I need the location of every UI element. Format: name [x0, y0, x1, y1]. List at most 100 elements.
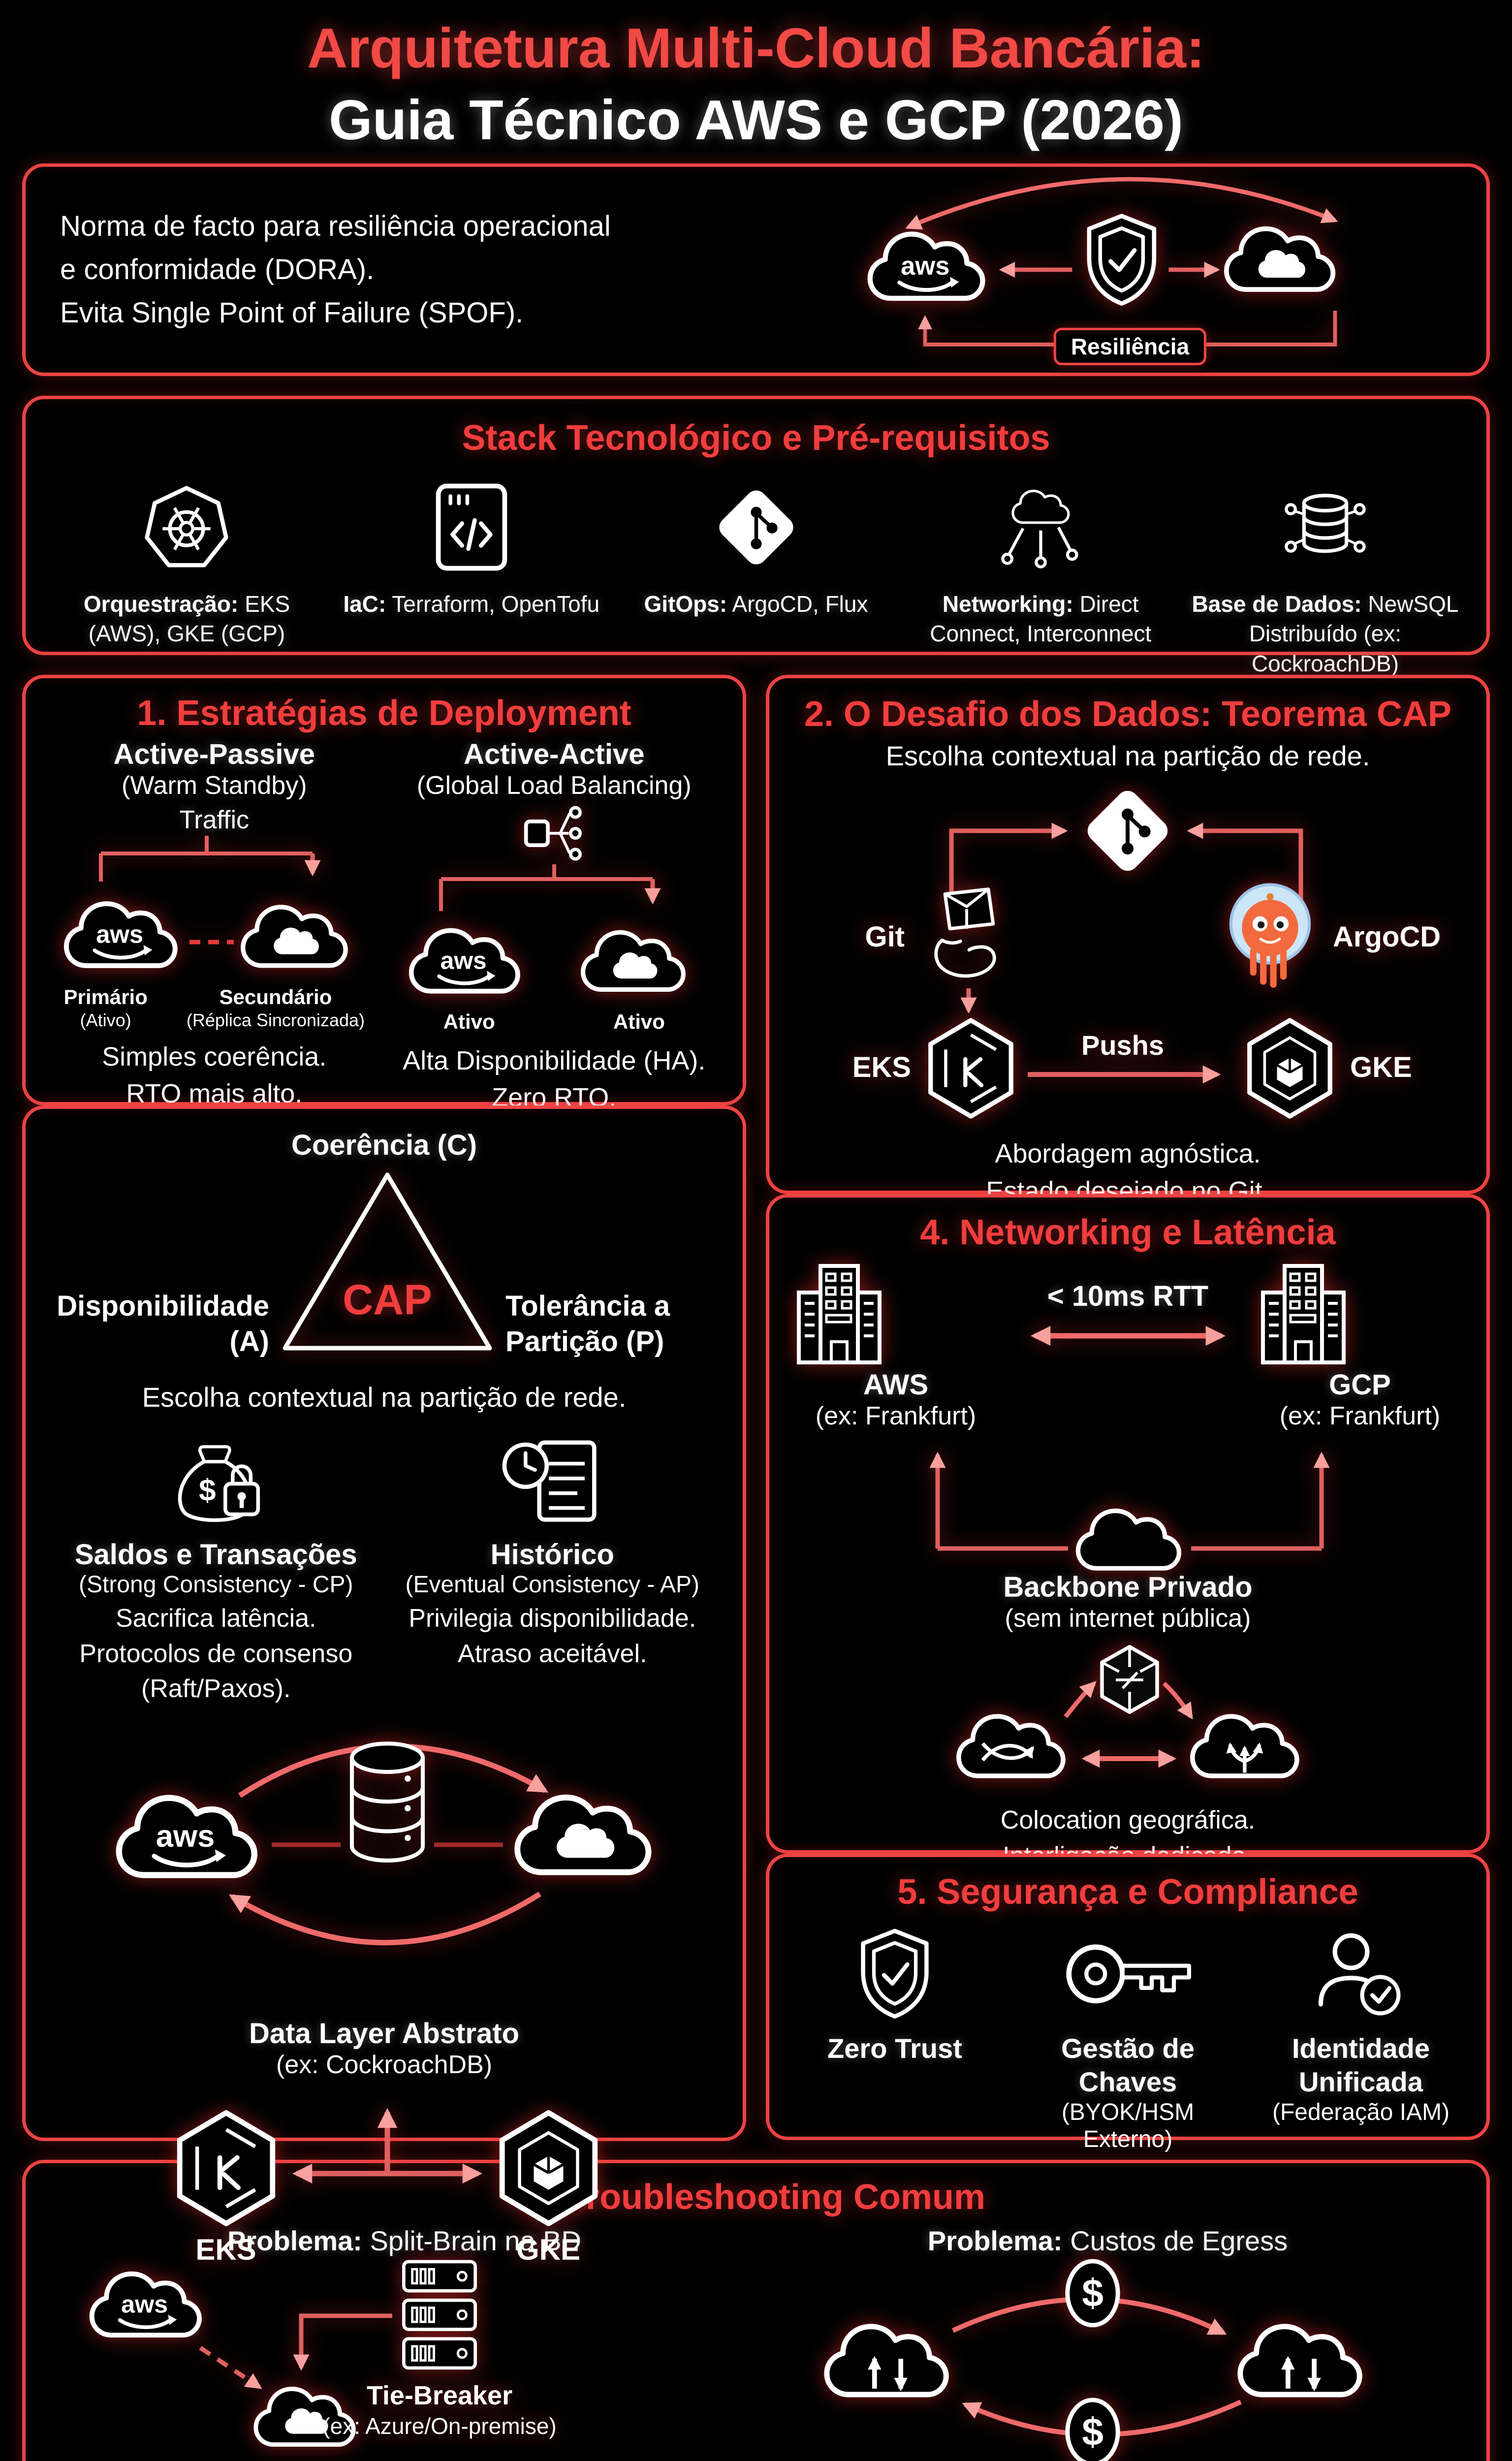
active-active-head: Active-Active: [464, 738, 645, 770]
gcp-cloud-icon: [243, 907, 346, 966]
git-diamond-icon: [1086, 789, 1169, 873]
aws-cloud-icon: [119, 1798, 254, 1875]
troubleshooting-section: 6. Troubleshooting Comum Problema: Split…: [22, 2159, 1490, 2461]
problem-egress: Problema: Custos de Egress: [927, 2225, 1288, 2256]
stack-item-label: Networking: Direct Connect, Interconnect: [907, 589, 1175, 649]
aws-datacenter: AWS (ex: Frankfurt): [790, 1260, 1002, 1431]
tie-breaker-sub: (ex: Azure/On-premise): [322, 2413, 556, 2439]
stack-item-bold: Orquestração:: [83, 591, 239, 617]
stack-item-value: NewSQL Distribuído (ex: CockroachDB): [1249, 591, 1459, 677]
eks-gke-diagram: EKS GKE: [48, 2108, 725, 2265]
networking-section: 4. Networking e Latência AWS (ex: Frankf…: [766, 1194, 1490, 1907]
money-bag-lock-icon: [162, 1433, 270, 1528]
active-passive-diagram: [44, 835, 369, 987]
kubernetes-icon: [144, 483, 230, 571]
rtt-indicator: < 10ms RTT: [1002, 1260, 1254, 1431]
dollar-circle-icon: [1068, 2261, 1118, 2325]
resilience-diagram: Resiliência: [808, 173, 1452, 366]
unified-identity-item: Identidade Unificada (Federação IAM): [1255, 1927, 1467, 2153]
zero-trust-item: Zero Trust: [789, 1927, 1001, 2153]
split-brain-column: Problema: Split-Brain na BD Tie-Breaker …: [53, 2225, 756, 2461]
problem-split-brain: Problema: Split-Brain na BD: [227, 2225, 581, 2256]
left-column: 1. Estratégias de Deployment Active-Pass…: [22, 674, 746, 2265]
stack-item-label: Base de Dados: NewSQL Distribuído (ex: C…: [1191, 589, 1459, 679]
data-challenge-title: 2. O Desafio dos Dados: Teorema CAP: [804, 694, 1451, 734]
argocd-octopus-icon: [1231, 884, 1309, 987]
gke-icon: [502, 2113, 595, 2224]
stack-item-label: Orquestração: EKS (AWS), GKE (GCP): [53, 589, 321, 649]
stack-item-value: Direct Connect, Interconnect: [930, 591, 1152, 647]
eks-label: EKS: [852, 1051, 911, 1083]
stack-item-bold: GitOps:: [644, 591, 727, 617]
networking-title: 4. Networking e Latência: [920, 1212, 1336, 1252]
cap-triangle-icon: [279, 1166, 496, 1357]
backbone-cloud-icon: [1078, 1511, 1179, 1568]
argocd-label: ArgoCD: [1333, 921, 1441, 953]
gcp-building-icon: [1254, 1260, 1353, 1368]
backbone-label: Backbone Privado: [1003, 1571, 1253, 1603]
cap-acronym: CAP: [343, 1276, 432, 1324]
gke-icon: [1250, 1020, 1330, 1116]
terminal-code-icon: [435, 482, 508, 572]
secondary-label: Secundário (Réplica Sincronizada): [186, 985, 365, 1031]
tie-breaker-server-icon: [404, 2262, 475, 2368]
active-passive-sub: (Warm Standby): [121, 771, 307, 800]
active-label-right: Ativo: [613, 1010, 665, 1033]
backbone-diagram: [929, 1451, 1330, 1571]
active-active-column: Active-Active (Global Load Balancing) At…: [384, 738, 724, 1153]
database-cylinder-icon: [352, 1743, 423, 1861]
key-management-item: Gestão de Chaves (BYOK/HSM Externo): [1022, 1927, 1234, 2153]
mesh-diagram: [790, 1643, 1468, 1796]
cloud-transfer-icon: [827, 2326, 946, 2394]
data-layer-title: Data Layer Abstrato: [249, 2018, 520, 2050]
stack-item-label: GitOps: ArgoCD, Flux: [622, 589, 890, 619]
resilience-badge: Resiliência: [1053, 327, 1207, 365]
cap-theorem-section: Coerência (C) CAP Disponibilidade(A) Tol…: [22, 1105, 746, 2265]
gke-label: GKE: [516, 2233, 580, 2265]
cloud-network-icon: [995, 483, 1086, 571]
gitops-diagram: Git ArgoCD EKS Pushs GKE: [852, 782, 1441, 1126]
stack-item-value: EKS (AWS), GKE (GCP): [88, 591, 290, 647]
git-push-hand-icon: [936, 889, 995, 976]
split-brain-diagram: Tie-Breaker (ex: Azure/On-premise): [53, 2257, 557, 2461]
rtt-arrow: [1030, 1325, 1226, 1346]
dollar-circle-icon: [1068, 2400, 1118, 2461]
stack-item-orchestration: Orquestração: EKS (AWS), GKE (GCP): [53, 479, 321, 679]
stack-item-database: Base de Dados: NewSQL Distribuído (ex: C…: [1191, 479, 1459, 679]
gcp-cloud-icon: [517, 1798, 648, 1872]
active-active-diagram: [384, 800, 709, 1012]
cloud-routing-icon: [1193, 1716, 1297, 1776]
clock-document-icon: [498, 1433, 606, 1528]
cloud-interconnect-icon: [959, 1716, 1063, 1776]
troubleshooting-title: 6. Troubleshooting Comum: [527, 2177, 985, 2217]
rtt-label: < 10ms RTT: [1047, 1280, 1209, 1312]
right-column: 2. O Desafio dos Dados: Teorema CAP Esco…: [766, 674, 1490, 2152]
page-title-accent: Arquitetura Multi-Cloud Bancária:: [307, 17, 1205, 80]
aws-cloud-icon: [66, 904, 175, 966]
eks-icon: [180, 2113, 273, 2224]
active-active-sub: (Global Load Balancing): [416, 771, 692, 800]
security-section: 5. Segurança e Compliance Zero Trust Ges…: [766, 1853, 1490, 2152]
key-icon: [1059, 1935, 1197, 2014]
aws-cloud-icon: [92, 2273, 199, 2335]
service-mesh-icon: [1102, 1646, 1157, 1712]
page-title: Arquitetura Multi-Cloud Bancária: Guia T…: [0, 0, 1512, 157]
data-challenge-subtitle: Escolha contextual na partição de rede.: [885, 740, 1370, 771]
git-icon: [711, 482, 802, 573]
stack-section: Stack Tecnológico e Pré-requisitos Orque…: [22, 395, 1490, 676]
stack-title: Stack Tecnológico e Pré-requisitos: [462, 418, 1050, 458]
deployment-title: 1. Estratégias de Deployment: [137, 693, 631, 733]
eks-icon: [931, 1020, 1011, 1116]
intro-text: Norma de facto para resiliência operacio…: [60, 205, 808, 335]
data-layer-diagram: [48, 1722, 725, 1946]
egress-diagram: [756, 2257, 1445, 2461]
active-label-left: Ativo: [443, 1010, 495, 1033]
cap-subtitle: Escolha contextual na partição de rede.: [142, 1381, 627, 1413]
stack-items: Orquestração: EKS (AWS), GKE (GCP) IaC: …: [53, 479, 1459, 679]
strong-consistency-column: Saldos e Transações (Strong Consistency …: [48, 1430, 384, 1707]
stack-item-networking: Networking: Direct Connect, Interconnect: [907, 479, 1175, 679]
active-passive-head: Active-Passive: [113, 738, 315, 770]
